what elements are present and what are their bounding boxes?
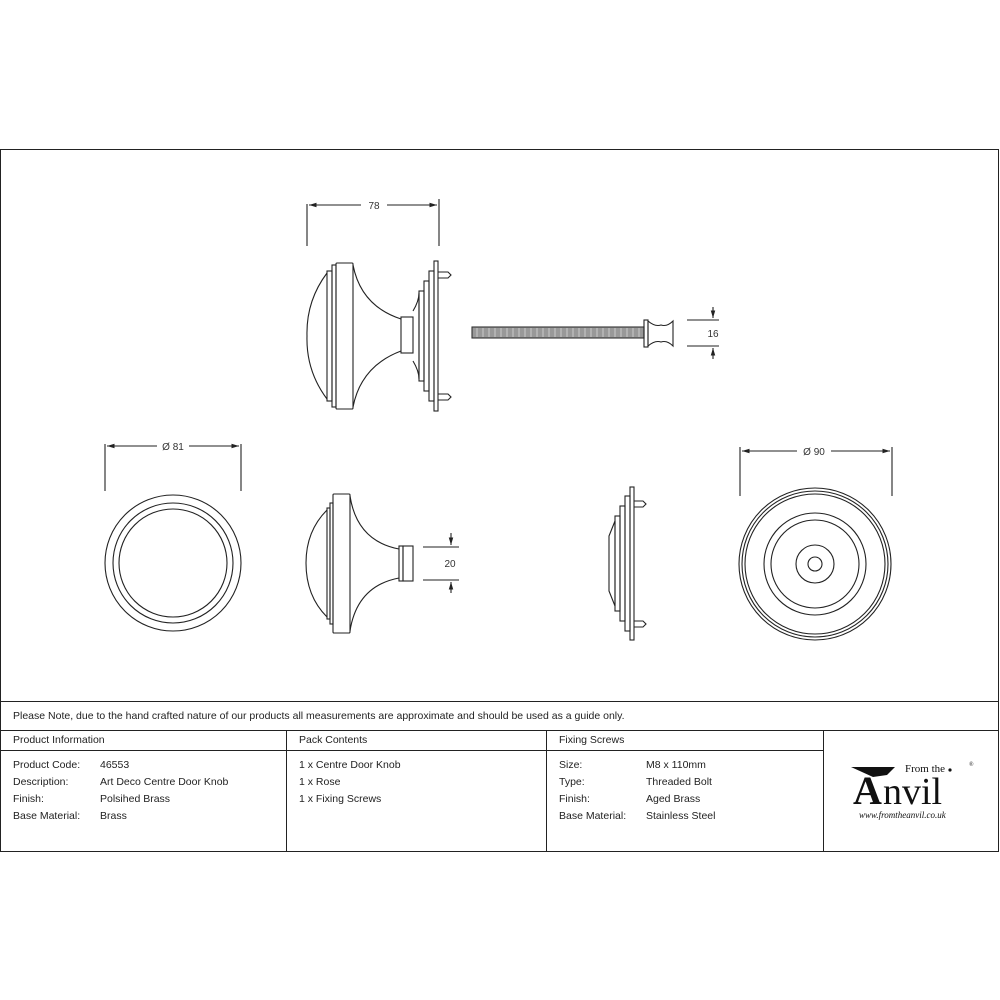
technical-drawing-sheet: 78 16 Ø 81 20 Ø 90 Please Note, due to t…: [0, 149, 999, 852]
info-row: Finish:Polsihed Brass: [13, 793, 171, 805]
svg-text:www.fromtheanvil.co.uk: www.fromtheanvil.co.uk: [859, 810, 947, 820]
dimension-knob-depth: 78: [368, 201, 380, 212]
knob-assembled-side-view: [306, 199, 452, 412]
pack-item: 1 x Centre Door Knob: [299, 759, 401, 771]
info-row: Finish:Aged Brass: [559, 793, 701, 805]
dimension-knob-diameter: Ø 81: [162, 442, 184, 453]
brand-logo: From the A nvil ® www.fromtheanvil.co.uk: [823, 731, 998, 852]
panel-title: Fixing Screws: [547, 731, 823, 751]
dimension-bolt-head: 16: [707, 329, 719, 340]
svg-text:A: A: [853, 768, 882, 813]
fixing-screws-panel: Fixing Screws Size:M8 x 110mm Type:Threa…: [547, 731, 824, 852]
drawing-area: 78 16 Ø 81 20 Ø 90: [104, 199, 893, 641]
rose-front-view: [738, 447, 893, 641]
pack-contents-panel: Pack Contents 1 x Centre Door Knob 1 x R…: [287, 731, 547, 852]
rose-side-view: [608, 486, 647, 641]
info-row: Size:M8 x 110mm: [559, 759, 706, 771]
info-row: Base Material:Brass: [13, 810, 127, 822]
knob-front-view: [104, 443, 242, 632]
svg-text:From the: From the: [905, 763, 945, 775]
panel-title: Pack Contents: [287, 731, 546, 751]
svg-text:®: ®: [969, 761, 974, 768]
fixing-bolt-view: [471, 307, 719, 359]
svg-text:nvil: nvil: [883, 771, 942, 813]
anvil-icon: [851, 767, 895, 777]
pack-item: 1 x Fixing Screws: [299, 793, 382, 805]
disclaimer-note: Please Note, due to the hand crafted nat…: [1, 701, 998, 731]
info-row: Base Material:Stainless Steel: [559, 810, 716, 822]
product-information-panel: Product Information Product Code:46553 D…: [1, 731, 287, 852]
knob-side-view: [305, 493, 459, 634]
pack-item: 1 x Rose: [299, 776, 341, 788]
panel-title: Product Information: [1, 731, 286, 751]
info-row: Type:Threaded Bolt: [559, 776, 712, 788]
dimension-rose-diameter: Ø 90: [803, 447, 825, 458]
info-row: Product Code:46553: [13, 759, 130, 771]
dimension-neck: 20: [444, 559, 456, 570]
info-row: Description:Art Deco Centre Door Knob: [13, 776, 229, 788]
